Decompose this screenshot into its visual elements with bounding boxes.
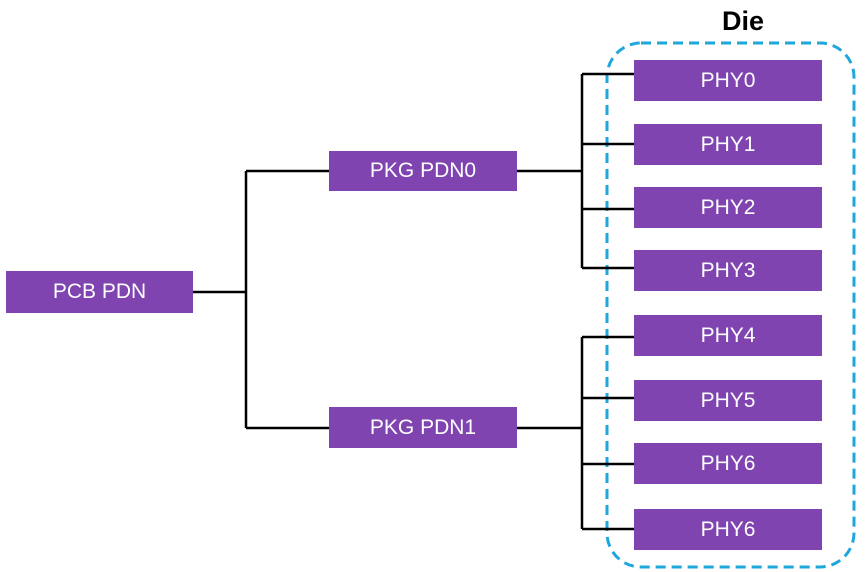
die-label: Die xyxy=(721,6,765,36)
phy2-node: PHY2 xyxy=(634,187,822,228)
die-boundary xyxy=(605,41,856,569)
phy3-node: PHY3 xyxy=(634,250,822,291)
pkg-pdn0-node: PKG PDN0 xyxy=(329,151,517,191)
phy6-node: PHY6 xyxy=(634,443,822,484)
phy7-node: PHY6 xyxy=(634,509,822,550)
pkg1-to-phy-connectors xyxy=(517,335,634,531)
phy1-node: PHY1 xyxy=(634,124,822,165)
pcb-to-pkg-connectors xyxy=(193,169,329,430)
phy4-node: PHY4 xyxy=(634,315,822,356)
pkg-pdn1-node: PKG PDN1 xyxy=(329,407,517,448)
phy5-node: PHY5 xyxy=(634,380,822,421)
pcb-pdn-node: PCB PDN xyxy=(6,271,193,313)
phy0-node: PHY0 xyxy=(634,60,822,101)
pkg0-to-phy-connectors xyxy=(517,72,634,270)
